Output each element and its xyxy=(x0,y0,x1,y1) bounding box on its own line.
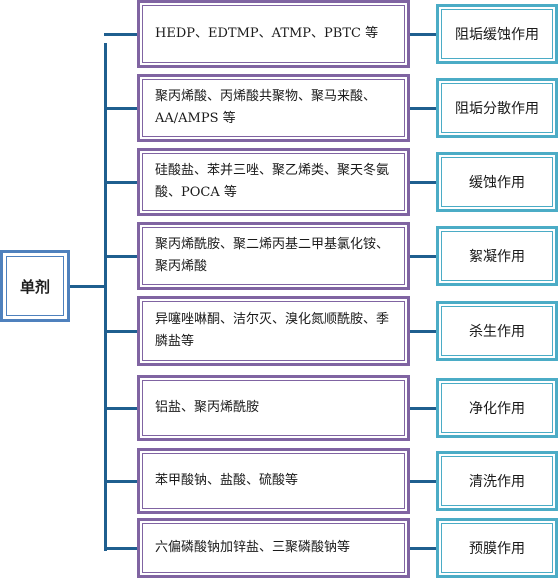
agent-text: 异噻唑啉酮、洁尔灭、溴化氮顺酰胺、季膦盐等 xyxy=(142,301,405,361)
function-label: 絮凝作用 xyxy=(441,231,553,281)
function-box: 净化作用 xyxy=(436,378,558,438)
agent-text: 六偏磷酸钠加锌盐、三聚磷酸钠等 xyxy=(142,523,405,573)
agent-text: 苯甲酸钠、盐酸、硫酸等 xyxy=(142,453,405,509)
function-label: 清洗作用 xyxy=(441,456,553,506)
agent-box: 聚丙烯酰胺、聚二烯丙基二甲基氯化铵、聚丙烯酸 xyxy=(137,222,410,290)
root-connector xyxy=(70,285,106,288)
agent-text: 硅酸盐、苯并三唑、聚乙烯类、聚天冬氨酸、POCA 等 xyxy=(142,153,405,211)
function-box: 缓蚀作用 xyxy=(436,152,558,212)
function-box: 阻垢缓蚀作用 xyxy=(436,4,558,64)
agent-box: 聚丙烯酸、丙烯酸共聚物、聚马来酸、AA/AMPS 等 xyxy=(137,74,410,142)
function-label: 净化作用 xyxy=(441,383,553,433)
function-connector xyxy=(410,107,436,110)
function-connector xyxy=(410,480,436,483)
function-box: 预膜作用 xyxy=(436,518,558,578)
branch-connector xyxy=(104,181,137,184)
function-label: 阻垢缓蚀作用 xyxy=(441,9,553,59)
root-node: 单剂 xyxy=(0,250,70,322)
function-connector xyxy=(410,181,436,184)
function-connector xyxy=(410,407,436,410)
function-connector xyxy=(410,330,436,333)
agent-text: 聚丙烯酸、丙烯酸共聚物、聚马来酸、AA/AMPS 等 xyxy=(142,79,405,137)
function-box: 杀生作用 xyxy=(436,301,558,361)
branch-connector xyxy=(104,33,137,36)
branch-connector xyxy=(104,407,137,410)
function-connector xyxy=(410,547,436,550)
function-box: 阻垢分散作用 xyxy=(436,78,558,138)
agent-box: 铝盐、聚丙烯酰胺 xyxy=(137,375,410,441)
function-box: 清洗作用 xyxy=(436,451,558,511)
branch-connector xyxy=(104,480,137,483)
function-connector xyxy=(410,33,436,36)
agent-box: 异噻唑啉酮、洁尔灭、溴化氮顺酰胺、季膦盐等 xyxy=(137,296,410,366)
function-label: 阻垢分散作用 xyxy=(441,83,553,133)
agent-box: HEDP、EDTMP、ATMP、PBTC 等 xyxy=(137,0,410,68)
root-label: 单剂 xyxy=(6,256,64,316)
branch-connector xyxy=(104,255,137,258)
function-label: 缓蚀作用 xyxy=(441,157,553,207)
trunk-line xyxy=(104,43,107,551)
function-label: 杀生作用 xyxy=(441,306,553,356)
branch-connector xyxy=(104,547,137,550)
agent-text: 聚丙烯酰胺、聚二烯丙基二甲基氯化铵、聚丙烯酸 xyxy=(142,227,405,285)
agent-box: 苯甲酸钠、盐酸、硫酸等 xyxy=(137,448,410,514)
function-label: 预膜作用 xyxy=(441,523,553,573)
agent-box: 六偏磷酸钠加锌盐、三聚磷酸钠等 xyxy=(137,518,410,578)
function-connector xyxy=(410,255,436,258)
branch-connector xyxy=(104,330,137,333)
agent-box: 硅酸盐、苯并三唑、聚乙烯类、聚天冬氨酸、POCA 等 xyxy=(137,148,410,216)
branch-connector xyxy=(104,107,137,110)
function-box: 絮凝作用 xyxy=(436,226,558,286)
agent-text: HEDP、EDTMP、ATMP、PBTC 等 xyxy=(142,5,405,63)
agent-text: 铝盐、聚丙烯酰胺 xyxy=(142,380,405,436)
